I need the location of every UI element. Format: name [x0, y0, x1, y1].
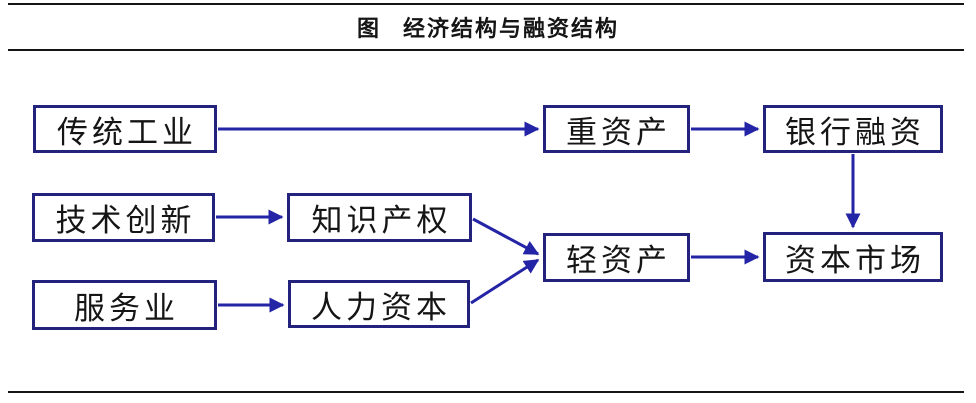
- node-light-assets: 轻资产: [543, 233, 690, 282]
- node-capital-market: 资本市场: [763, 232, 943, 282]
- node-human-capital: 人力资本: [288, 280, 470, 328]
- node-intellectual-property: 知识产权: [287, 193, 472, 242]
- node-bank-financing: 银行融资: [763, 105, 943, 153]
- edge-ip-to-light: [472, 217, 540, 256]
- node-traditional-industry: 传统工业: [33, 105, 217, 153]
- title-underline-rule: [8, 49, 964, 51]
- edge-human-to-light: [470, 258, 540, 305]
- figure-title-prefix: 图: [356, 17, 381, 42]
- figure-title-text: 经济结构与融资结构: [403, 17, 620, 42]
- node-service-industry: 服务业: [32, 280, 217, 330]
- node-tech-innovation: 技术创新: [32, 193, 215, 242]
- bottom-rule: [8, 391, 964, 393]
- node-heavy-assets: 重资产: [543, 105, 690, 153]
- figure-title: 图经济结构与融资结构: [0, 11, 976, 43]
- top-rule: [8, 3, 964, 5]
